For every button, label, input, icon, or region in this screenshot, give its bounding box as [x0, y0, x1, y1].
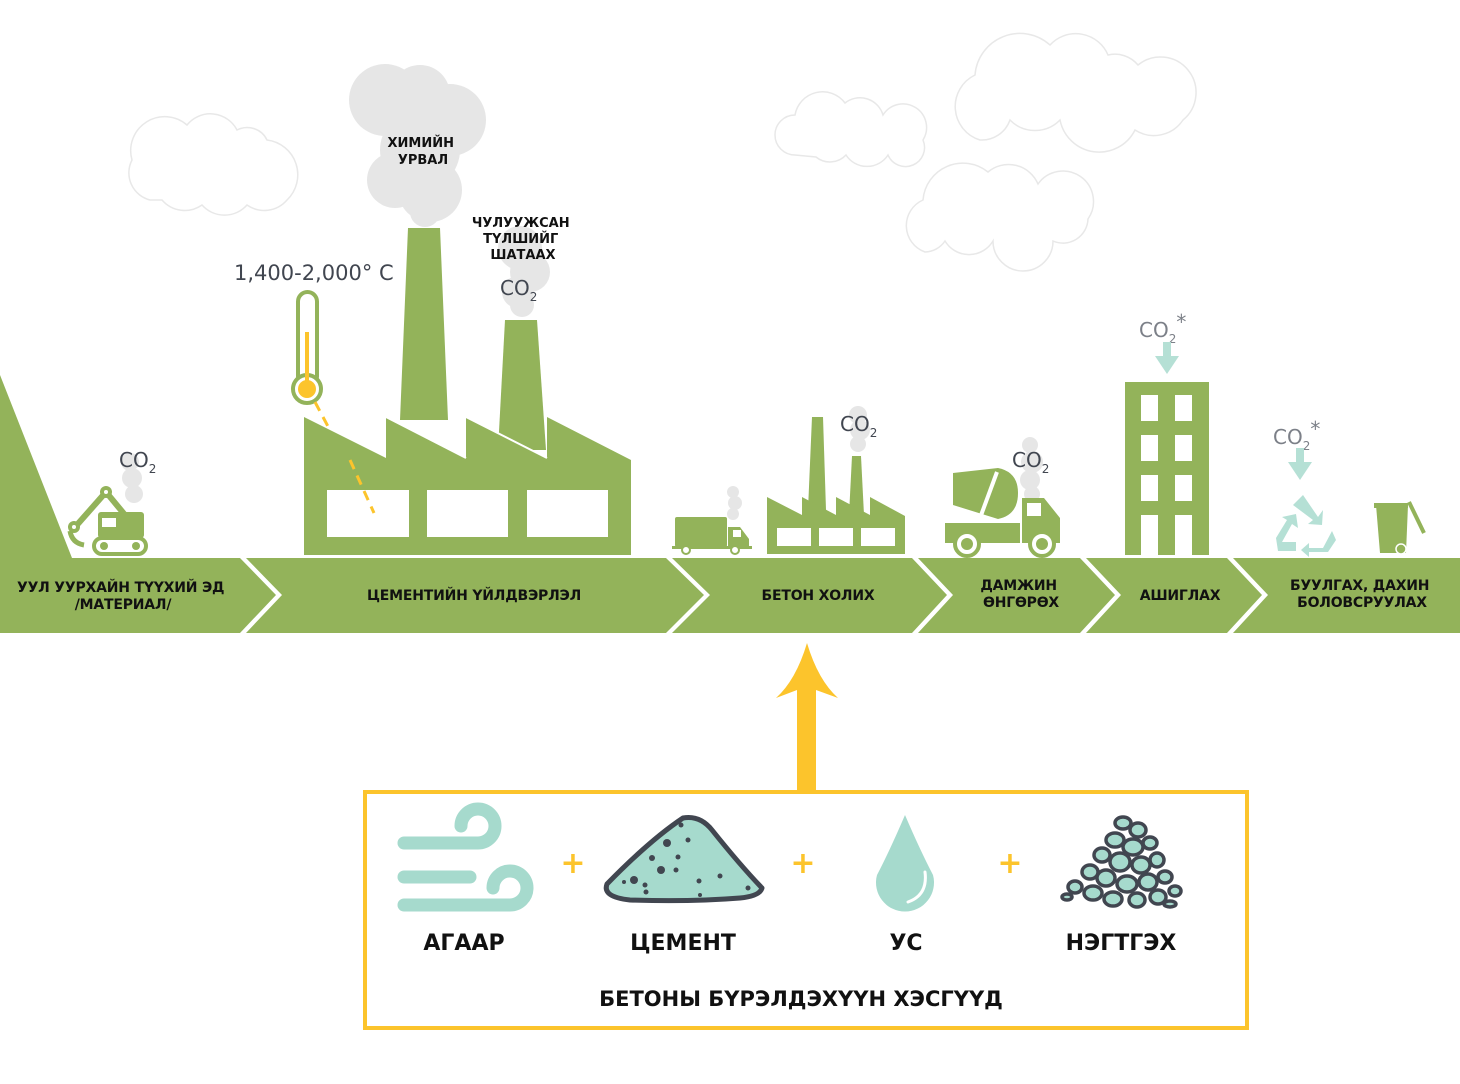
plus-sign: +: [790, 846, 815, 881]
stage-banner-mining[interactable]: [0, 558, 276, 633]
stage-banner-mixing[interactable]: [672, 558, 947, 633]
co2-absorption-label-use: CO2*: [1139, 310, 1186, 346]
thermometer-icon: [291, 290, 323, 405]
ingredient-label-cement: ЦЕМЕНТ: [630, 931, 736, 956]
stage-banner-transport[interactable]: [918, 558, 1115, 633]
excavator-icon: [67, 453, 148, 556]
co2-absorption-label-recycle: CO2*: [1273, 417, 1320, 453]
up-arrow-icon: [776, 643, 838, 793]
co2-label-mixing: CO2: [840, 412, 877, 440]
plus-sign: +: [997, 846, 1022, 881]
cement-factory-icon: [304, 228, 631, 555]
co2-label-cement: CO2: [500, 276, 537, 304]
water-drop-icon: [876, 815, 934, 912]
trash-bin-icon: [1374, 501, 1426, 555]
temperature-pointer-line-overlay: [348, 459, 376, 514]
ingredient-label-air: АГААР: [423, 931, 504, 956]
co2-label-transport: CO2: [1012, 448, 1049, 476]
down-arrow-icon: [1155, 342, 1179, 374]
plus-sign: +: [560, 846, 585, 881]
cement-mixer-truck-icon: [945, 437, 1060, 558]
recycle-icon: [1276, 495, 1336, 557]
cloud-outline: [128, 113, 299, 216]
stage-label-transport: ДАМЖИН ӨНГӨРӨХ: [980, 578, 1061, 611]
fuel-burning-smoke: [498, 226, 550, 317]
concrete-plant-icon: [767, 406, 905, 554]
chemical-reaction-label: ХИМИЙН УРВАЛ: [387, 135, 458, 168]
co2-label-mining: CO2: [119, 448, 156, 476]
stage-label-use: АШИГЛАХ: [1140, 588, 1221, 604]
temperature-label: 1,400-2,000° C: [234, 261, 394, 285]
stage-banner-cement[interactable]: [246, 558, 704, 633]
down-arrow-icon: [1288, 448, 1312, 480]
chemical-reaction-smoke: [349, 64, 486, 227]
ingredient-label-aggregate: НЭГТГЭХ: [1066, 931, 1177, 956]
building-icon: [1125, 382, 1209, 555]
cloud-outline: [774, 91, 928, 168]
fuel-burning-label: ЧУЛУУЖСАН ТҮЛШИЙГ ШАТААХ: [472, 216, 574, 263]
aggregate-stones-icon: [1060, 815, 1183, 909]
stage-label-cement: ЦЕМЕНТИЙН ҮЙЛДВЭРЛЭЛ: [367, 587, 581, 604]
stage-banner-recycle[interactable]: [1233, 558, 1460, 633]
mountain-shape: [0, 375, 72, 558]
ingredients-title: БЕТОНЫ БҮРЭЛДЭХҮҮН ХЭСГҮҮД: [599, 987, 1003, 1011]
delivery-truck-icon: [672, 486, 752, 555]
stage-label-mining: УУЛ УУРХАЙН ТҮҮХИЙ ЭД /МАТЕРИАЛ/: [17, 579, 229, 613]
stage-banner-use[interactable]: [1086, 558, 1262, 633]
cement-pile-icon: [603, 815, 765, 904]
ingredient-label-water: УС: [889, 931, 922, 956]
wind-icon: [397, 802, 534, 912]
background-clouds: [128, 32, 1197, 272]
cloud-outline: [905, 162, 1095, 272]
cloud-outline: [954, 32, 1197, 153]
stage-label-mixing: БЕТОН ХОЛИХ: [762, 588, 875, 604]
stage-label-recycle: БУУЛГАХ, ДАХИН БОЛОВСРУУЛАХ: [1290, 578, 1434, 611]
stage-banner-row: [0, 558, 1460, 633]
